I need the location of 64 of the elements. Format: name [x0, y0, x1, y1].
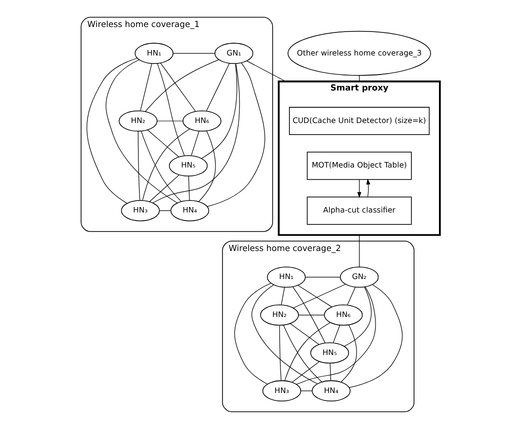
- node-ellipse: HN₂: [260, 304, 299, 326]
- connector: [251, 284, 318, 384]
- connector: [157, 63, 185, 156]
- connector: [298, 284, 332, 308]
- connector: [201, 63, 238, 159]
- connector: [292, 361, 320, 383]
- connector: [149, 174, 180, 202]
- node-ellipse: HN₆: [182, 110, 222, 132]
- connector: [347, 287, 356, 306]
- arrow: [366, 178, 370, 198]
- connector: [246, 60, 286, 82]
- connector: [188, 176, 190, 201]
- connector: [207, 62, 266, 207]
- connector: [156, 120, 184, 122]
- connector: [292, 284, 346, 308]
- node-ellipse: HN₃: [262, 380, 302, 402]
- connector: [159, 210, 172, 211]
- connector: [279, 325, 282, 381]
- connector: [290, 323, 320, 345]
- arrow: [357, 179, 362, 198]
- connector: [332, 325, 340, 344]
- connector: [140, 130, 182, 202]
- node-ellipse: HN₅: [310, 342, 350, 364]
- node-box: Alpha-cut classifier: [306, 196, 412, 225]
- connector: [300, 390, 313, 392]
- connector: [160, 62, 196, 112]
- connector: [140, 63, 152, 112]
- node-ellipse: HN₄: [312, 380, 351, 402]
- connector: [296, 286, 376, 385]
- node-ellipse: Other wireless home coverage_3: [288, 30, 432, 76]
- node-box: MOT(Media Object Table): [306, 152, 412, 180]
- node-box: CUD(Cache Unit Detector) (size=k): [289, 106, 430, 136]
- connector: [298, 314, 325, 316]
- node-ellipse: HN₁: [266, 266, 306, 288]
- node-ellipse: HN₄: [170, 200, 210, 222]
- node-ellipse: HN₅: [168, 155, 208, 176]
- connector: [106, 59, 178, 204]
- connector: [344, 286, 372, 347]
- connector: [206, 63, 230, 112]
- connector: [198, 130, 216, 202]
- connector: [359, 234, 360, 268]
- connector: [330, 362, 332, 381]
- connector: [234, 282, 272, 384]
- connector: [86, 58, 138, 204]
- connector: [340, 324, 357, 382]
- connector: [138, 131, 140, 201]
- connector: [304, 276, 341, 278]
- connector: [292, 286, 326, 344]
- node-ellipse: GN₂: [340, 266, 379, 288]
- node-ellipse: HN₆: [324, 304, 363, 326]
- connector: [142, 128, 190, 201]
- connector: [147, 130, 180, 158]
- node-ellipse: HN₁: [134, 42, 174, 64]
- connector: [281, 287, 285, 305]
- connector: [284, 322, 330, 381]
- connector: [152, 64, 240, 204]
- connector: [172, 53, 216, 54]
- connector: [348, 284, 403, 388]
- node-ellipse: HN₂: [118, 110, 158, 132]
- node-ellipse: GN₁: [214, 42, 254, 64]
- connector: [145, 59, 220, 112]
- connector: [283, 325, 322, 382]
- connector: [190, 130, 200, 156]
- node-ellipse: HN₃: [121, 200, 160, 222]
